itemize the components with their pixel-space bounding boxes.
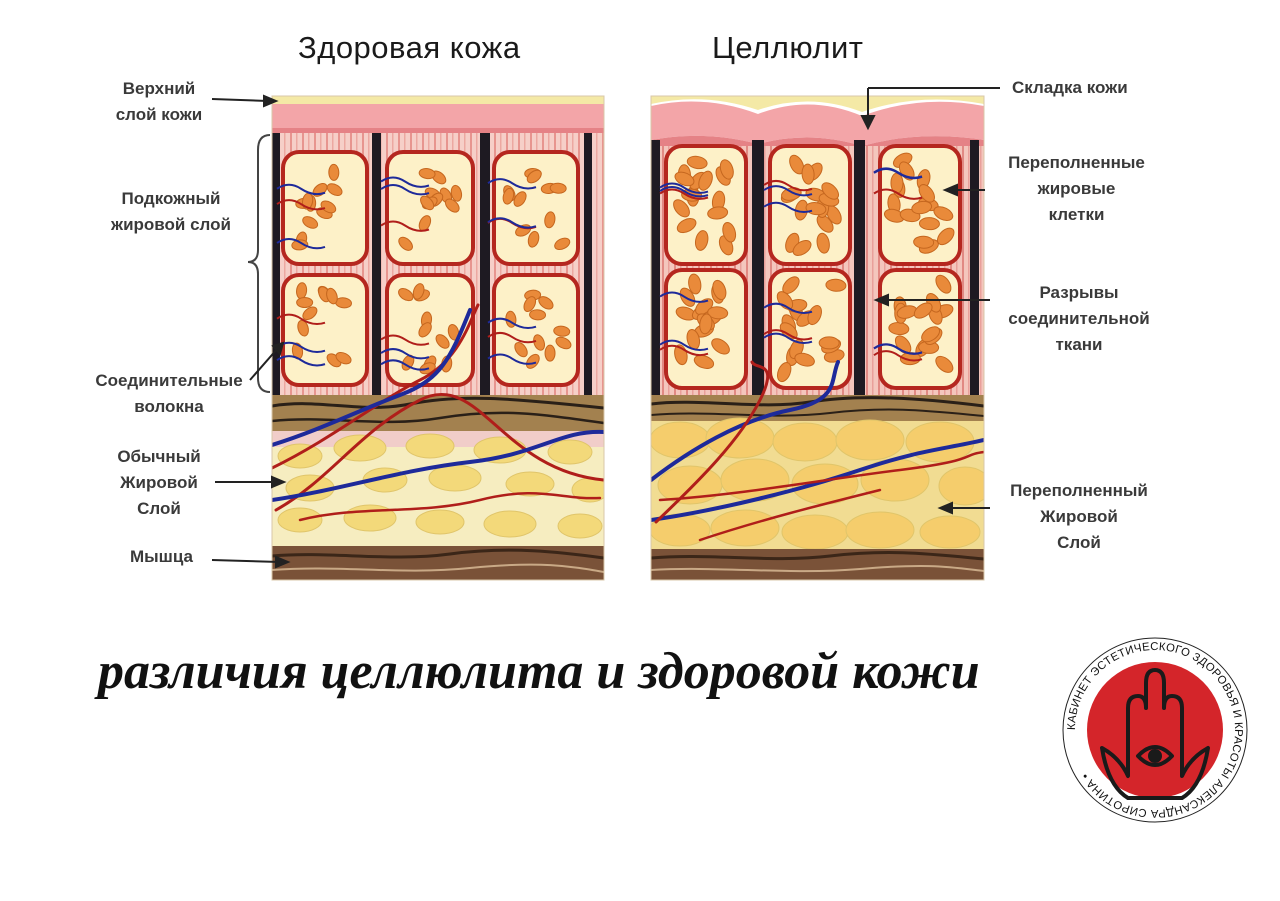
healthy-epidermis [272, 104, 604, 130]
fat-lobule [505, 471, 555, 497]
fat-lobule [710, 509, 780, 547]
fat-cell [380, 150, 475, 266]
healthy-blood-vessels [272, 303, 604, 522]
fat-lobule [919, 515, 981, 549]
fat-lobule [557, 513, 603, 539]
fat-cell [276, 150, 369, 266]
label-pointers [211, 87, 1000, 569]
fat-cell [659, 268, 748, 390]
healthy-skin-title: Здоровая кожа [298, 30, 521, 65]
fat-lobule [772, 422, 838, 462]
fat-cell [380, 273, 475, 387]
cellulite-septa [651, 140, 979, 395]
seal-red-disc [1087, 662, 1223, 798]
label-muscle: Мышца [130, 547, 193, 566]
fat-cell [487, 150, 580, 266]
fat-lobule [938, 466, 984, 506]
fat-cell [659, 144, 748, 266]
fat-cell [873, 268, 962, 390]
cellulite-panel [651, 96, 984, 580]
fat-cell [763, 144, 852, 266]
fat-lobule [405, 433, 455, 459]
caption: различия целлюлита и здоровой кожи [98, 643, 980, 700]
fat-lobule [415, 509, 465, 535]
fat-lobule [905, 421, 975, 463]
fat-lobule [547, 439, 593, 465]
fat-lobule [651, 421, 711, 459]
hamsa-hand-icon [1100, 668, 1210, 800]
fat-cell [763, 268, 852, 390]
fat-cell [487, 273, 580, 387]
clinic-seal-graphic: КАБИНЕТ ЭСТЕТИЧЕСКОГО ЗДОРОВЬЯ И КРАСОТЫ… [1062, 637, 1248, 823]
fat-cell [873, 144, 962, 266]
fat-lobule [277, 443, 323, 469]
cellulite-blood-vessels [651, 360, 984, 542]
fat-cell [276, 273, 369, 387]
healthy-fat-cells [276, 150, 580, 387]
label-skin-fold: Складка кожи [1012, 78, 1128, 97]
cellulite-title: Целлюлит [712, 30, 864, 65]
fat-lobule [781, 514, 849, 550]
healthy-septa [272, 133, 592, 395]
cellulite-epidermis [651, 101, 984, 146]
fat-lobule [835, 419, 905, 461]
healthy-fat-lobules [277, 433, 604, 539]
fat-lobule [483, 510, 537, 538]
healthy-skin-panel [272, 96, 604, 580]
fat-lobule [845, 511, 915, 549]
